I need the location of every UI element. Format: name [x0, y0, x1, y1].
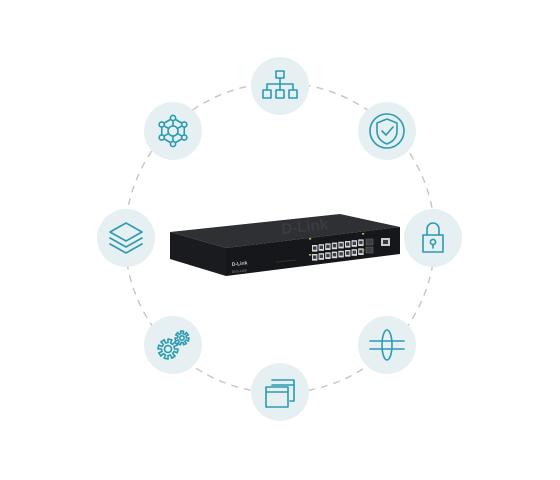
icon-stroke	[271, 379, 295, 402]
icon-stroke	[376, 118, 398, 145]
ethernet-port-socket	[339, 243, 343, 247]
feature-node-hexagon-network[interactable]	[144, 102, 202, 160]
padlock-icon	[422, 222, 444, 253]
icon-stroke	[158, 121, 166, 128]
port-led	[362, 233, 365, 235]
icon-stroke	[169, 114, 177, 122]
icon-stroke	[163, 125, 170, 130]
network-switch: D-Link D-Link DGS-1100	[170, 214, 400, 276]
ethernet-port-socket	[359, 240, 363, 245]
icon-stroke	[381, 329, 393, 361]
ethernet-port-socket	[313, 246, 317, 250]
icon-stroke	[369, 113, 405, 149]
hierarchy-icon	[262, 70, 298, 99]
icon-stroke	[369, 340, 405, 350]
switch-top	[170, 214, 400, 248]
ethernet-port-socket	[359, 249, 363, 254]
feature-node-gears[interactable]	[144, 316, 202, 374]
feature-node-padlock[interactable]	[404, 209, 462, 267]
icon-stroke	[180, 134, 188, 141]
ethernet-port-socket	[346, 251, 350, 255]
port-led	[309, 238, 312, 240]
feature-circle	[144, 102, 202, 160]
feature-circle	[358, 102, 416, 160]
feature-circle	[404, 209, 462, 267]
icon-stroke	[265, 386, 289, 408]
network-filter-icon	[369, 329, 405, 361]
switch-front-panel	[170, 232, 226, 276]
icon-stroke	[426, 222, 440, 236]
ethernet-port-socket	[326, 244, 330, 249]
icon-stroke	[179, 335, 186, 342]
ethernet-port-socket	[352, 250, 356, 254]
sfp-port-2	[365, 246, 374, 254]
icon-stroke	[288, 89, 298, 99]
icon-stroke	[158, 134, 166, 141]
ethernet-port-socket	[346, 242, 350, 246]
ethernet-port-socket	[313, 255, 317, 259]
ethernet-port-socket	[352, 241, 356, 245]
icon-stroke	[266, 77, 294, 91]
switch-model-label: DGS-1100	[232, 268, 247, 274]
ethernet-port-socket	[326, 253, 330, 258]
port-led	[309, 254, 312, 256]
icon-stroke	[275, 89, 285, 99]
switch-vent	[275, 259, 297, 263]
windows-stack-icon	[265, 379, 295, 408]
ethernet-port-socket	[319, 245, 323, 249]
switch-ports	[309, 233, 365, 261]
feature-node-shield-check[interactable]	[358, 102, 416, 160]
shield-check-icon	[369, 113, 405, 149]
feature-node-hierarchy[interactable]	[251, 57, 309, 115]
ethernet-port-socket	[339, 252, 343, 256]
icon-stroke	[163, 344, 173, 354]
icon-stroke	[422, 234, 444, 253]
icon-stroke	[109, 222, 143, 242]
ethernet-port-socket	[332, 244, 337, 248]
icon-stroke	[174, 330, 190, 346]
icon-stroke	[262, 89, 272, 99]
sfp-port-1	[365, 238, 374, 246]
icon-stroke	[180, 121, 188, 128]
icon-stroke	[109, 237, 143, 248]
icon-stroke	[176, 132, 183, 137]
ethernet-port-socket	[332, 253, 337, 257]
ethernet-port-socket	[319, 254, 323, 258]
feature-circle	[358, 316, 416, 374]
icon-stroke	[169, 140, 177, 148]
feature-node-windows-stack[interactable]	[251, 363, 309, 421]
icon-stroke	[163, 132, 170, 137]
layers-icon	[109, 222, 143, 254]
feature-node-network-filter[interactable]	[358, 316, 416, 374]
icon-stroke	[381, 126, 394, 136]
switch-top-logo: D-Link	[281, 216, 330, 238]
icon-stroke	[109, 243, 143, 254]
icon-stroke	[176, 125, 183, 130]
gears-icon	[157, 330, 190, 360]
feature-circle	[97, 209, 155, 267]
hexagon-network-icon	[158, 114, 188, 148]
icon-stroke	[157, 338, 179, 360]
switch-front-logo: D-Link	[232, 260, 248, 268]
port-led	[362, 249, 365, 251]
console-port-inner	[383, 240, 388, 244]
feature-node-layers[interactable]	[97, 209, 155, 267]
